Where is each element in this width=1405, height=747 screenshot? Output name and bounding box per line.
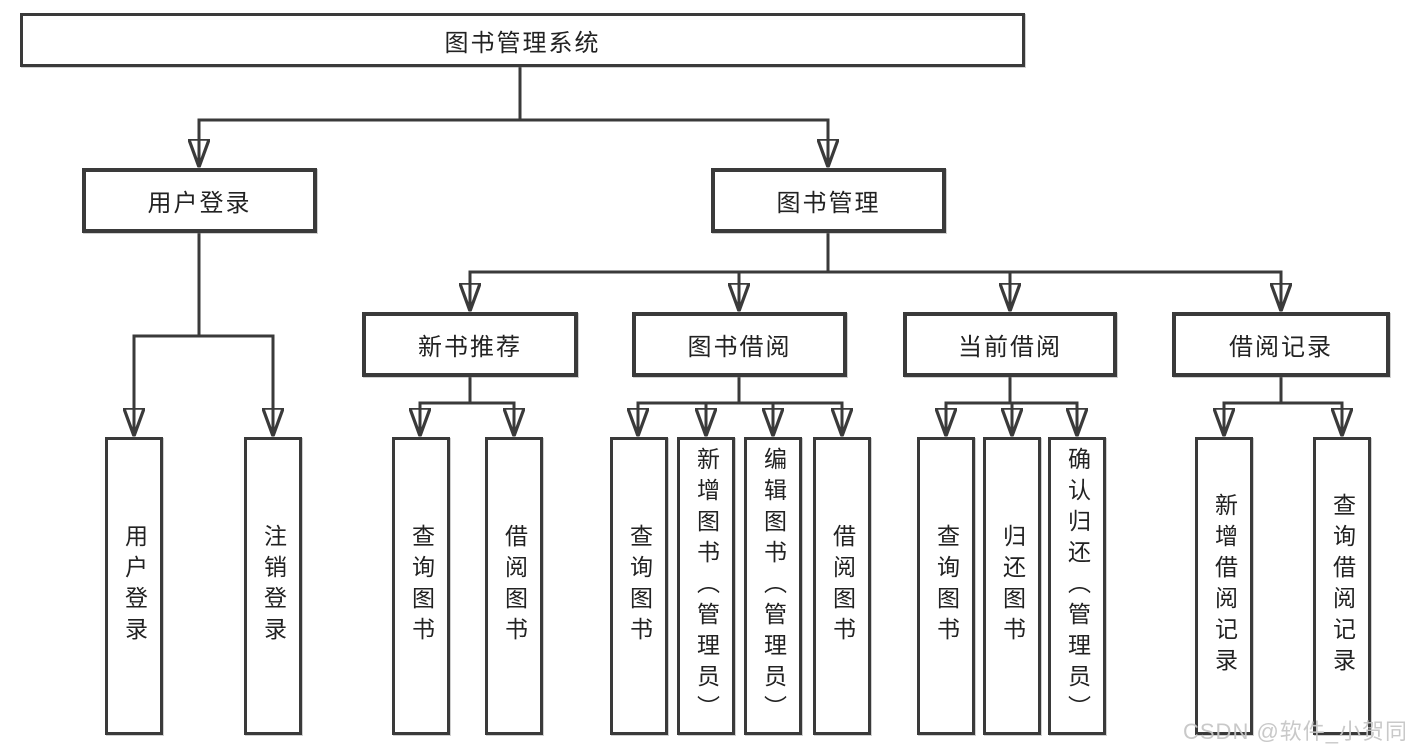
leaf-records-add-label: 新增借阅记录 [1211,493,1238,679]
leaf-user-login-label: 用户登录 [121,524,148,648]
leaf-newbooks-query-label: 查询图书 [408,524,435,648]
leaf-logout-label: 注销登录 [260,524,287,648]
node-book-management-label: 图书管理 [776,190,881,217]
node-book-borrowing: 图书借阅 [632,312,847,377]
node-book-borrowing-label: 图书借阅 [687,334,792,361]
leaf-current-return: 归还图书 [983,437,1041,735]
leaf-records-query-label: 查询借阅记录 [1329,493,1356,679]
leaf-current-query-label: 查询图书 [933,524,960,648]
leaf-bookborrow-query-label: 查询图书 [626,524,653,648]
node-current-borrowing-label: 当前借阅 [958,334,1062,361]
leaf-bookborrow-add-admin-label: 新增图书（管理员） [693,446,720,726]
node-borrowing-records: 借阅记录 [1172,312,1390,377]
leaf-logout: 注销登录 [244,437,302,735]
csdn-watermark: CSDN @软件_小贺同学 [1183,719,1405,744]
node-root-label: 图书管理系统 [444,29,601,57]
leaf-newbooks-borrow: 借阅图书 [485,437,543,735]
leaf-current-query: 查询图书 [917,437,975,735]
leaf-current-confirm-return-admin: 确认归还（管理员） [1048,437,1106,735]
leaf-bookborrow-borrow: 借阅图书 [813,437,871,735]
node-user-login-label: 用户登录 [147,190,252,217]
node-root-system: 图书管理系统 [20,13,1025,67]
node-current-borrowing: 当前借阅 [903,312,1117,377]
leaf-records-add: 新增借阅记录 [1195,437,1253,735]
leaf-bookborrow-edit-admin: 编辑图书（管理员） [744,437,802,735]
node-book-management-branch: 图书管理 [711,168,946,233]
leaf-bookborrow-borrow-label: 借阅图书 [829,524,856,648]
leaf-bookborrow-add-admin: 新增图书（管理员） [677,437,735,735]
node-borrowing-records-label: 借阅记录 [1229,334,1333,361]
leaf-bookborrow-edit-admin-label: 编辑图书（管理员） [760,446,787,726]
node-new-book-recommend: 新书推荐 [362,312,578,377]
leaf-newbooks-query: 查询图书 [392,437,450,735]
leaf-user-login: 用户登录 [105,437,163,735]
leaf-current-confirm-return-admin-label: 确认归还（管理员） [1064,446,1091,726]
leaf-newbooks-borrow-label: 借阅图书 [501,524,528,648]
node-user-login-branch: 用户登录 [82,168,317,233]
leaf-records-query: 查询借阅记录 [1313,437,1371,735]
leaf-bookborrow-query: 查询图书 [610,437,668,735]
leaf-current-return-label: 归还图书 [999,524,1026,648]
node-new-book-recommend-label: 新书推荐 [418,334,522,361]
